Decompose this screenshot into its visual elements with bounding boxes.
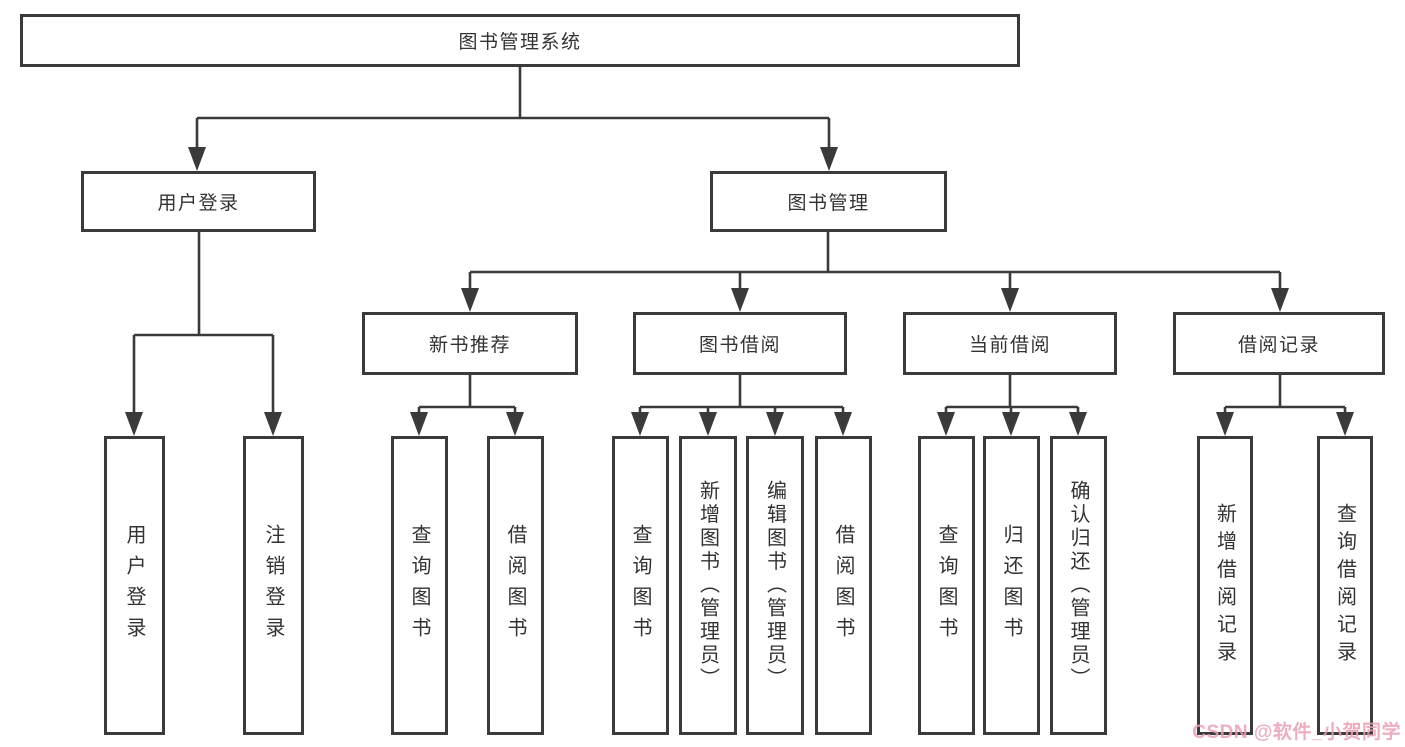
node-leaf-user-login: 用户登录 (104, 436, 165, 735)
leaf-label: 查询图书 (935, 523, 957, 648)
node-leaf-edit-book-admin: 编辑图书（管理员） (746, 436, 804, 735)
node-current-borrow: 当前借阅 (903, 312, 1117, 375)
node-borrow-record: 借阅记录 (1173, 312, 1385, 375)
node-leaf-return-book: 归还图书 (983, 436, 1040, 735)
leaf-label: 确认归还（管理员） (1067, 480, 1089, 691)
connector-user-login (132, 232, 275, 418)
node-new-book-recommend: 新书推荐 (362, 312, 578, 375)
node-leaf-add-book-admin: 新增图书（管理员） (679, 436, 737, 735)
watermark: CSDN @软件_小贺同学 (1192, 722, 1401, 743)
connector-new-book (417, 375, 517, 418)
leaf-label: 借阅图书 (832, 523, 854, 648)
node-leaf-borrow-book-2: 借阅图书 (815, 436, 872, 735)
node-book-borrow: 图书借阅 (633, 312, 847, 375)
node-leaf-query-book-2: 查询图书 (612, 436, 669, 735)
node-leaf-query-book-1: 查询图书 (391, 436, 448, 735)
connector-borrow-record (1223, 375, 1347, 418)
leaf-label: 编辑图书（管理员） (763, 480, 786, 691)
leaf-label: 新增图书（管理员） (696, 480, 719, 691)
leaf-label: 用户登录 (123, 523, 145, 648)
leaf-label: 查询借阅记录 (1333, 502, 1356, 669)
leaf-label: 新增借阅记录 (1213, 502, 1236, 669)
leaf-label: 查询图书 (408, 523, 430, 648)
connector-book-management (468, 232, 1282, 294)
node-leaf-add-borrow-record: 新增借阅记录 (1197, 436, 1253, 735)
node-leaf-borrow-book-1: 借阅图书 (487, 436, 544, 735)
node-leaf-confirm-return-admin: 确认归还（管理员） (1050, 436, 1107, 735)
leaf-label: 注销登录 (262, 523, 284, 648)
leaf-label: 归还图书 (1000, 523, 1022, 648)
leaf-label: 查询图书 (629, 523, 651, 648)
connector-root (195, 67, 831, 150)
connector-book-borrow (638, 375, 845, 418)
node-leaf-logout: 注销登录 (243, 436, 304, 735)
node-book-management: 图书管理 (710, 171, 947, 232)
node-leaf-query-borrow-record: 查询借阅记录 (1317, 436, 1373, 735)
connector-current-borrow (944, 375, 1080, 418)
node-root: 图书管理系统 (20, 14, 1020, 67)
node-user-login: 用户登录 (81, 171, 316, 232)
leaf-label: 借阅图书 (504, 523, 526, 648)
node-leaf-query-book-3: 查询图书 (918, 436, 975, 735)
